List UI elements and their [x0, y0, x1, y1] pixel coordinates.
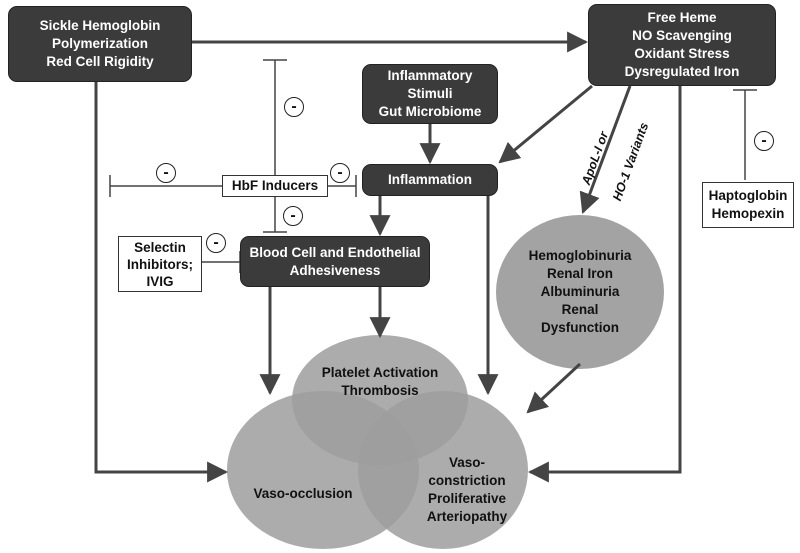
stimuli-line-2: Stimuli — [407, 86, 453, 101]
hapto-line-1: Haptoglobin — [708, 188, 788, 203]
renal-line-2: Renal Iron — [546, 266, 613, 281]
vasoconstriction-line-4: Arteriopathy — [426, 509, 508, 524]
adhesive-line-2: Adhesiveness — [289, 262, 381, 278]
renal-line-3: Albuminuria — [540, 284, 620, 299]
arrow-heme-to-inflammation — [498, 84, 593, 164]
selectin-line-2: Inhibitors; — [127, 256, 193, 272]
minus-circle-hapto: - — [754, 131, 774, 151]
heme-line-3: Oxidant Stress — [634, 46, 730, 61]
sickle-line-2: Polymerization — [51, 36, 149, 51]
heme-line-4: Dysregulated Iron — [624, 64, 740, 79]
selectin-line-1: Selectin — [134, 239, 186, 255]
renal-line-1: Hemoglobinuria — [528, 248, 632, 263]
arrow-heme-to-renal — [579, 85, 632, 214]
vasoconstriction-label: Vaso- constriction Proliferative Arterio… — [412, 452, 522, 528]
hbf-line-1: HbF Inducers — [231, 178, 319, 193]
vasoconstriction-line-1: Vaso- — [448, 455, 486, 470]
platelet-label: Platelet Activation Thrombosis — [305, 362, 455, 402]
minus-circle-hbf-right: - — [330, 163, 350, 183]
sickle-line-1: Sickle Hemoglobin — [39, 18, 161, 33]
renal-line-5: Dysfunction — [540, 320, 619, 335]
platelet-line-1: Platelet Activation — [321, 365, 439, 380]
heme-line-2: NO Scavenging — [632, 28, 732, 43]
minus-circle-selectin: - — [206, 233, 226, 253]
vaso-occlusion-label: Vaso-occlusion — [238, 484, 368, 504]
platelet-oval — [292, 335, 468, 465]
vasoconstriction-line-3: Proliferative — [427, 491, 507, 506]
adhesiveness-box: Blood Cell and Endothelial Adhesiveness — [240, 236, 430, 287]
hapto-line-2: Hemopexin — [711, 206, 785, 221]
sickle-line-3: Red Cell Rigidity — [46, 54, 154, 69]
vasoconstriction-line-2: constriction — [428, 473, 506, 488]
selectin-inhibitors-box: Selectin Inhibitors; IVIG — [118, 236, 202, 292]
minus-circle-hbf-left: - — [156, 163, 176, 183]
inflammatory-stimuli-box: Inflammatory Stimuli Gut Microbiome — [362, 64, 498, 124]
haptoglobin-box: Haptoglobin Hemopexin — [702, 182, 794, 228]
arrow-heme-to-vasoconstriction — [527, 84, 682, 483]
adhesive-line-1: Blood Cell and Endothelial — [249, 244, 421, 260]
minus-circle-hbf-up: - — [284, 97, 304, 117]
minus-circle-hbf-down: - — [283, 206, 303, 226]
renal-line-4: Renal — [561, 302, 599, 317]
platelet-line-2: Thrombosis — [341, 383, 419, 398]
arrow-renal-to-vasoconstriction — [526, 362, 582, 414]
hbf-inducers-box: HbF Inducers — [222, 175, 328, 197]
renal-oval — [496, 215, 664, 369]
free-heme-box: Free Heme NO Scavenging Oxidant Stress D… — [588, 4, 776, 86]
inflammation-box: Inflammation — [362, 164, 498, 196]
stimuli-line-3: Gut Microbiome — [378, 104, 482, 119]
renal-label: Hemoglobinuria Renal Iron Albuminuria Re… — [505, 238, 655, 346]
inflammation-line-1: Inflammation — [387, 172, 472, 187]
vasoocclusion-line-1: Vaso-occlusion — [253, 486, 353, 501]
arrow-sickle-to-vasoocclusion — [94, 82, 229, 483]
selectin-line-3: IVIG — [146, 273, 174, 289]
sickle-hemoglobin-box: Sickle Hemoglobin Polymerization Red Cel… — [8, 6, 192, 82]
heme-line-1: Free Heme — [647, 10, 717, 25]
stimuli-line-1: Inflammatory — [387, 68, 473, 83]
